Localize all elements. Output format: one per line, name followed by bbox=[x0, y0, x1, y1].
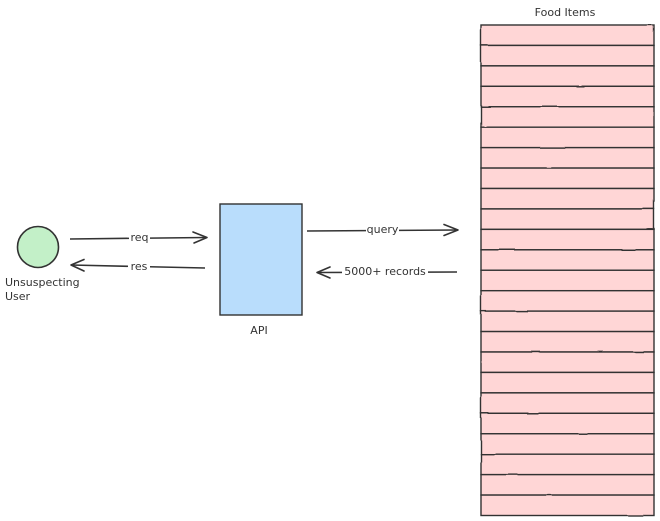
table-row[interactable] bbox=[480, 269, 655, 292]
res-label: res bbox=[131, 260, 148, 273]
table-row[interactable] bbox=[480, 65, 655, 88]
records-label: 5000+ records bbox=[344, 265, 426, 278]
table-row[interactable] bbox=[480, 412, 655, 435]
table-row[interactable] bbox=[480, 433, 655, 455]
api-box bbox=[219, 203, 303, 316]
table-row[interactable] bbox=[480, 494, 655, 517]
edge-req[interactable]: req bbox=[69, 231, 208, 244]
req-label-bg bbox=[129, 231, 150, 243]
user-label-line1: Unsuspecting bbox=[5, 276, 80, 289]
records-arrowhead bbox=[316, 266, 331, 279]
table-title: Food Items bbox=[535, 6, 596, 19]
table-row[interactable] bbox=[480, 473, 655, 496]
query-label: query bbox=[367, 223, 399, 236]
table-row[interactable] bbox=[480, 453, 655, 476]
query-label-bg bbox=[366, 223, 399, 236]
edge-res[interactable]: res bbox=[70, 258, 206, 274]
table-row[interactable] bbox=[480, 310, 655, 333]
user-label-line2: User bbox=[5, 290, 31, 303]
table-row[interactable] bbox=[480, 289, 655, 312]
table-rows bbox=[480, 24, 655, 517]
table-row[interactable] bbox=[480, 228, 655, 251]
table-row[interactable] bbox=[480, 126, 655, 149]
table-row[interactable] bbox=[480, 330, 655, 353]
table-row[interactable] bbox=[480, 351, 655, 374]
table-row[interactable] bbox=[480, 24, 655, 47]
table-row[interactable] bbox=[480, 208, 655, 231]
req-arrowhead bbox=[192, 231, 208, 244]
table-row[interactable] bbox=[480, 44, 655, 67]
api-label: API bbox=[250, 324, 267, 337]
query-arrowhead bbox=[443, 223, 459, 237]
edge-records[interactable]: 5000+ records bbox=[316, 264, 458, 279]
res-label-bg bbox=[128, 260, 150, 271]
table-row[interactable] bbox=[480, 187, 655, 210]
user-circle bbox=[16, 225, 60, 269]
food-items-table[interactable]: Food Items bbox=[480, 6, 655, 517]
table-row[interactable] bbox=[480, 392, 655, 415]
req-label: req bbox=[130, 231, 148, 244]
user-node[interactable]: Unsuspecting User bbox=[5, 225, 80, 304]
table-row[interactable] bbox=[480, 167, 655, 190]
table-row[interactable] bbox=[480, 249, 655, 271]
table-row[interactable] bbox=[480, 85, 655, 108]
api-node[interactable]: API bbox=[219, 203, 303, 337]
table-row[interactable] bbox=[480, 106, 655, 128]
table-row[interactable] bbox=[480, 146, 655, 169]
res-arrowhead bbox=[70, 258, 85, 272]
edge-query[interactable]: query bbox=[306, 223, 459, 237]
records-label-bg bbox=[342, 264, 428, 278]
table-row[interactable] bbox=[480, 371, 655, 394]
